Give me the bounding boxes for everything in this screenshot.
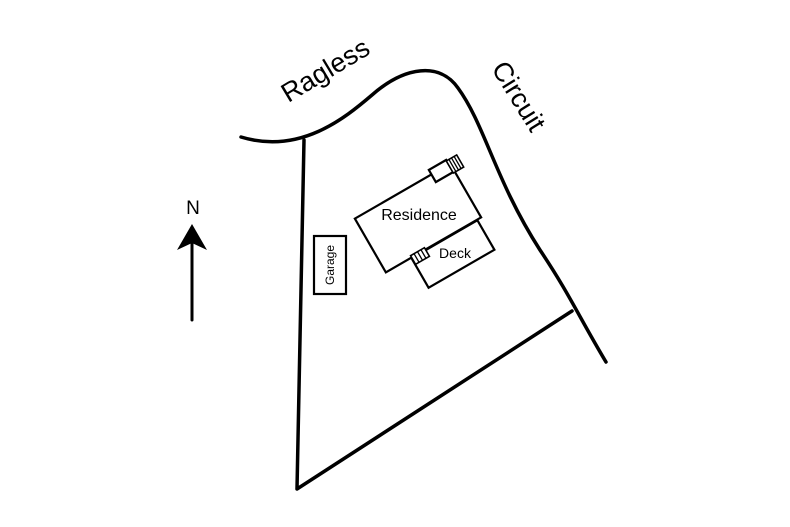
north-arrow-icon	[177, 224, 207, 250]
stairs-deck	[409, 246, 431, 266]
north-label: N	[186, 198, 200, 219]
north-arrow: N	[177, 198, 207, 322]
residence-label: Residence	[381, 207, 457, 224]
property-lot-boundary	[295, 138, 574, 491]
garage-outline	[312, 234, 348, 296]
garage-label: Garage	[323, 245, 337, 285]
garage: Garage	[312, 234, 348, 296]
residence-outline	[353, 162, 483, 274]
street-label-circuit: Circuit	[486, 56, 552, 137]
road-boundary-curve	[239, 68, 608, 364]
stairs-top	[445, 153, 465, 175]
residence	[353, 162, 483, 274]
street-label-ragless: Ragless	[276, 32, 375, 108]
deck-label: Deck	[439, 245, 472, 261]
